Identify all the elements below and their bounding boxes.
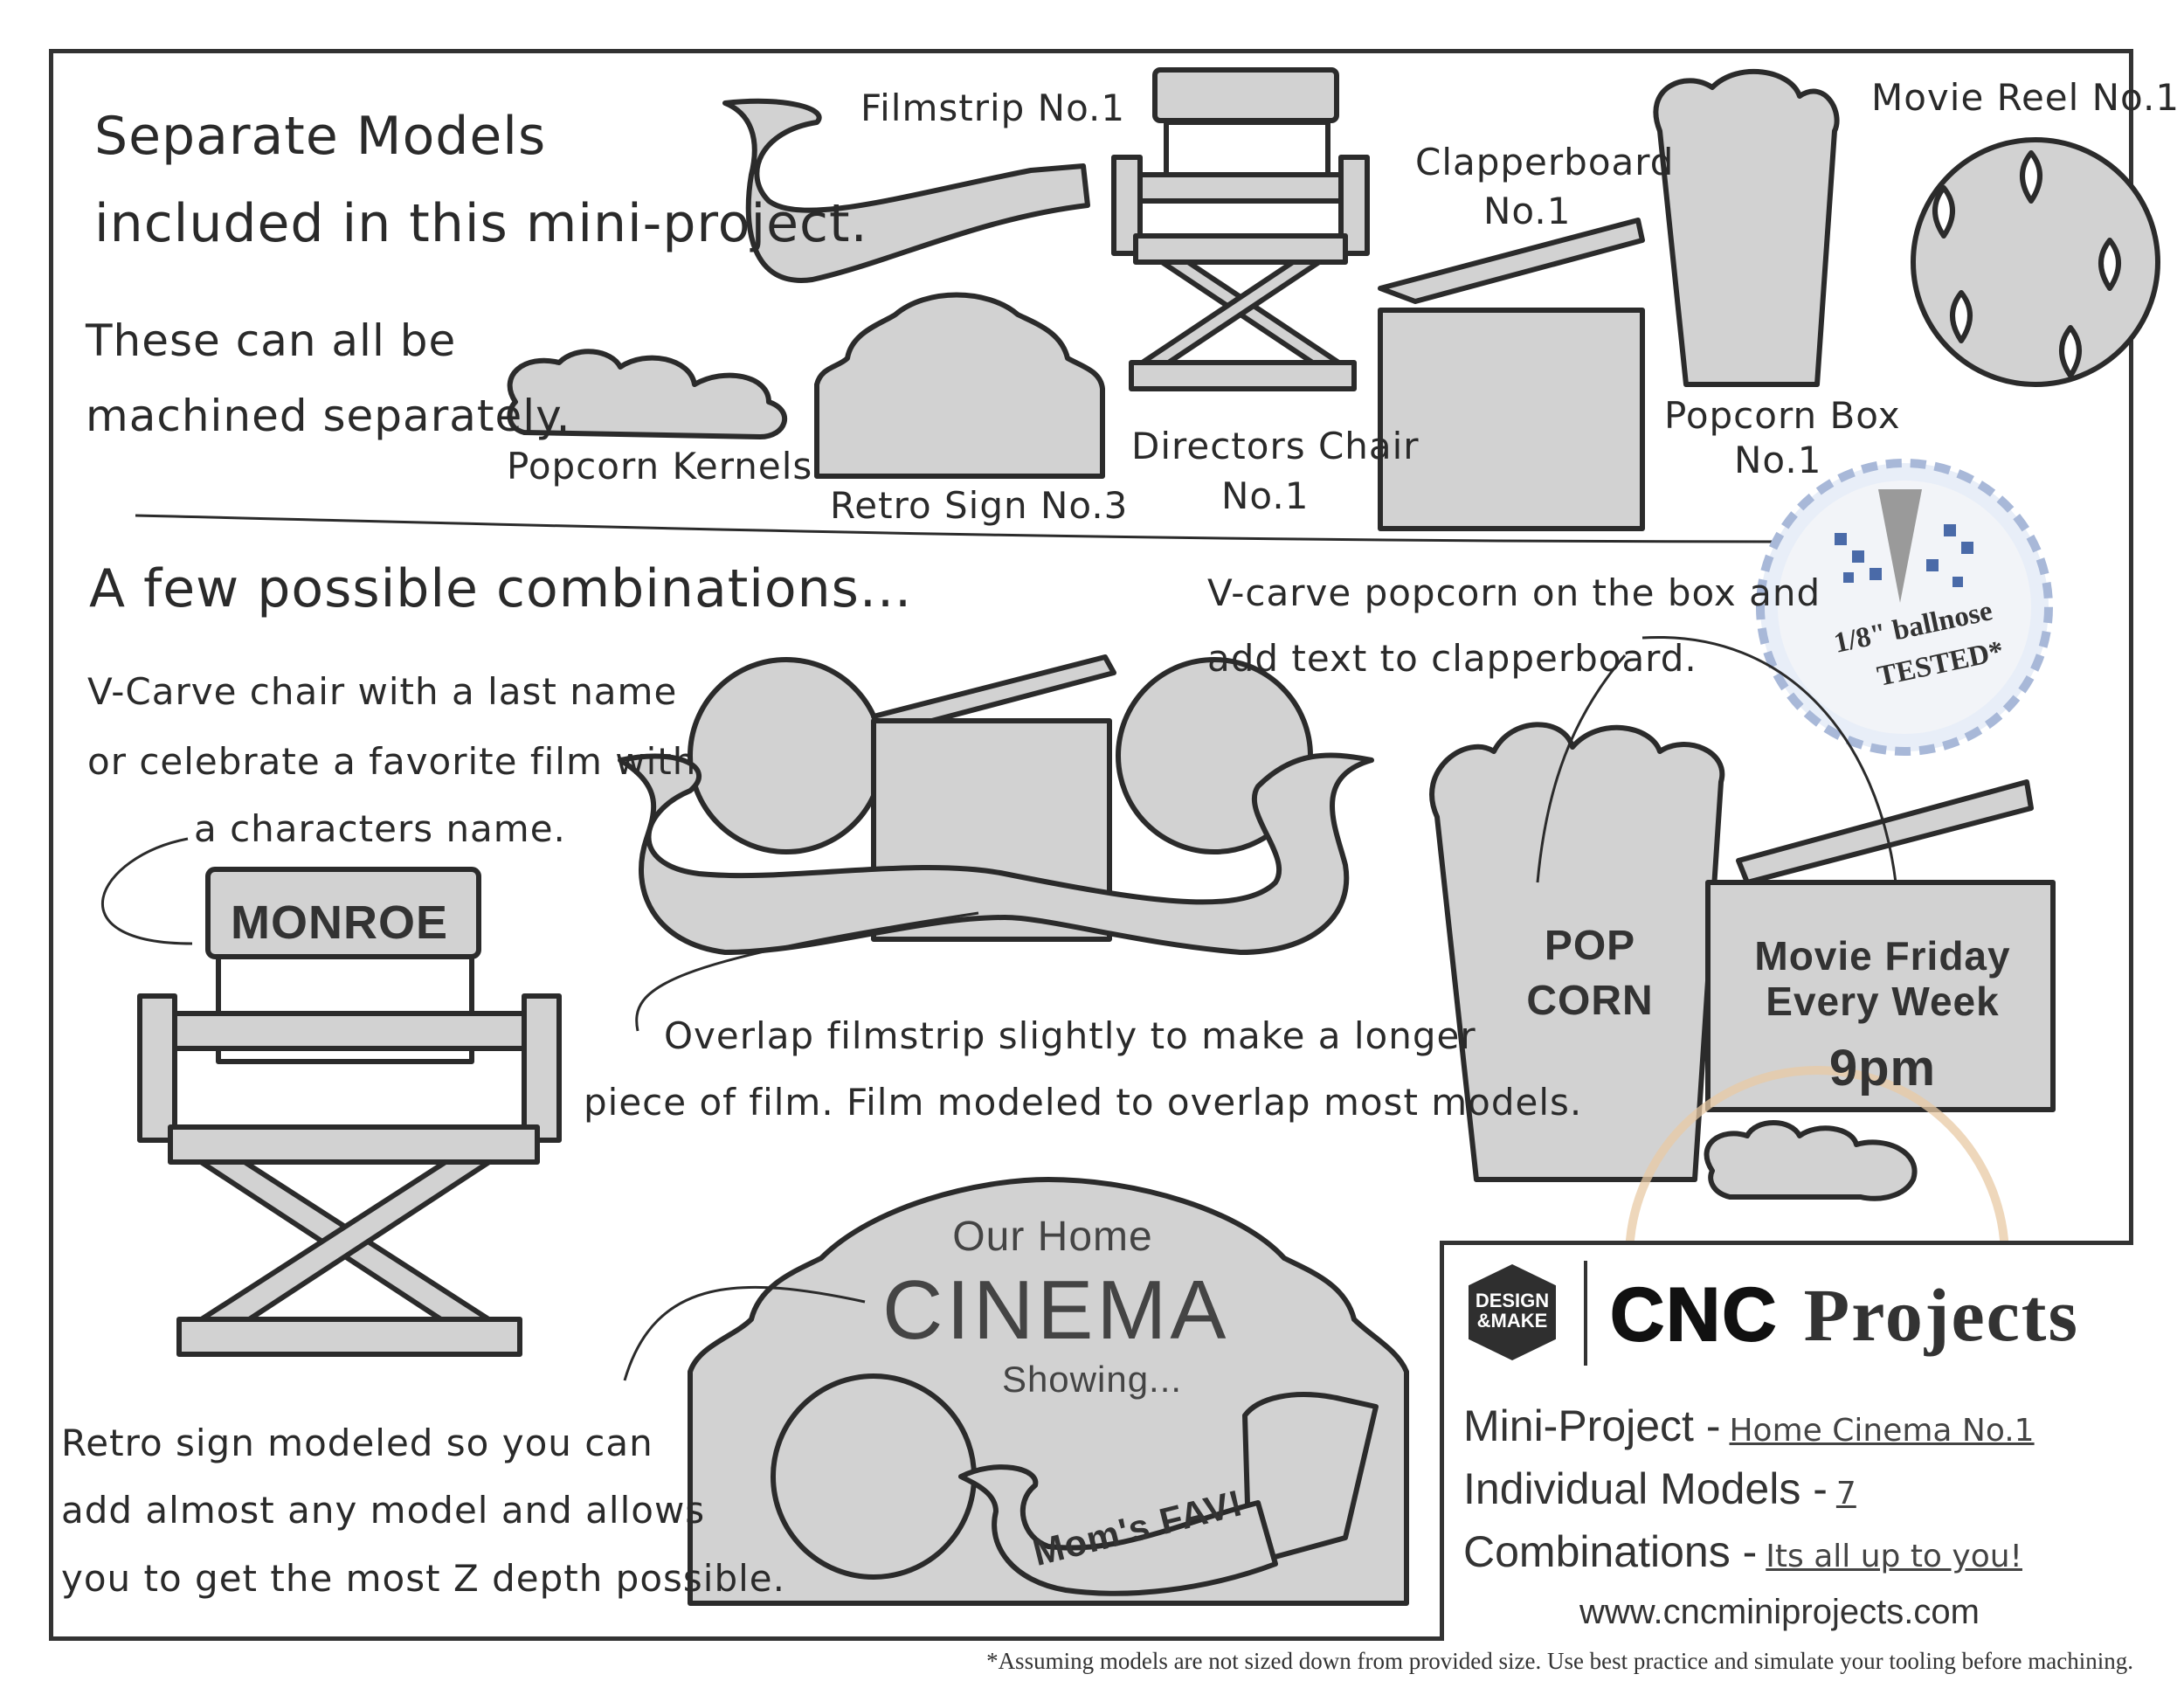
clapper-text-1: Movie Friday <box>1754 933 2011 979</box>
label-reel: Movie Reel No.1 <box>1871 76 2181 119</box>
label-chair-no: No.1 <box>1221 474 1310 517</box>
chair-note-3: a characters name. <box>194 807 566 850</box>
project-info-panel: DESIGN &MAKE CNC Projects Mini-Project -… <box>1440 1241 2133 1641</box>
models-row: Individual Models -7 <box>1463 1463 1856 1514</box>
label-clapper: Clapperboard <box>1415 141 1675 183</box>
clapper-text-2: Every Week <box>1766 979 2000 1024</box>
chair-arrow <box>100 837 193 945</box>
monroe-chair-combo <box>137 867 562 1357</box>
brand-divider <box>1584 1261 1587 1366</box>
combinations-row: Combinations -Its all up to you! <box>1463 1526 2022 1577</box>
ballnose-tested-badge <box>1756 459 2053 756</box>
popcorn-kernels-model <box>507 349 788 439</box>
sign-note-3: you to get the most Z depth possible. <box>61 1557 785 1600</box>
film-arrow <box>635 911 979 1032</box>
chair-note-1: V-Carve chair with a last name <box>87 670 678 713</box>
label-filmstrip: Filmstrip No.1 <box>860 86 1126 129</box>
filmstrip-model <box>722 98 1090 283</box>
sign-text-3: Showing... <box>1001 1359 1183 1400</box>
reel-clapper-combo <box>618 654 1374 955</box>
movie-reel-model <box>1911 137 2160 387</box>
label-retro-sign: Retro Sign No.3 <box>830 484 1129 527</box>
sign-note-1: Retro sign modeled so you can <box>61 1422 653 1464</box>
page-border <box>49 49 2133 1641</box>
popcorn-box-model <box>1653 68 1840 387</box>
title-line1: Separate Models <box>94 106 547 167</box>
mini-project-row: Mini-Project -Home Cinema No.1 <box>1463 1401 2035 1451</box>
combinations-label: Combinations - <box>1463 1527 1758 1576</box>
retro-sign-combo <box>688 1177 1409 1606</box>
label-clapper-no: No.1 <box>1483 190 1572 232</box>
combinations-value: Its all up to you! <box>1766 1539 2022 1574</box>
design-make-logo: DESIGN &MAKE <box>1469 1264 1556 1360</box>
chair-note-2: or celebrate a favorite film with <box>87 740 697 783</box>
note-line2: machined separately. <box>86 391 571 441</box>
models-value: 7 <box>1835 1476 1856 1512</box>
clapper-text-3: 9pm <box>1828 1040 1937 1097</box>
logo-line1: DESIGN <box>1475 1290 1550 1311</box>
film-note-1: Overlap filmstrip slightly to make a lon… <box>664 1014 1476 1057</box>
sign-text-2: CINEMA <box>882 1263 1230 1357</box>
retro-sign-model <box>814 292 1105 479</box>
sign-note-2: add almost any model and allows <box>61 1489 706 1532</box>
label-popcorn-box-no: No.1 <box>1734 439 1822 481</box>
popcorn-note-2: add text to clapperboard. <box>1207 637 1697 680</box>
sign-text-1: Our Home <box>952 1214 1153 1260</box>
cnc-projects-brand: CNC Projects <box>1609 1271 2079 1359</box>
title-line2: included in this mini-project. <box>94 193 868 254</box>
brand-projects: Projects <box>1803 1273 2079 1357</box>
logo-line2: &MAKE <box>1476 1310 1548 1332</box>
clapperboard-model <box>1378 218 1645 531</box>
label-popcorn-box: Popcorn Box <box>1664 394 1901 437</box>
models-label: Individual Models - <box>1463 1464 1828 1513</box>
box-text-1: POP <box>1544 923 1636 969</box>
directors-chair-model <box>1111 67 1370 391</box>
website-link[interactable]: www.cncminiprojects.com <box>1579 1593 1980 1631</box>
brand-cnc: CNC <box>1609 1272 1779 1358</box>
footnote: *Assuming models are not sized down from… <box>986 1648 2133 1674</box>
box-text-2: CORN <box>1526 978 1654 1024</box>
mini-project-label: Mini-Project - <box>1463 1401 1721 1450</box>
label-chair: Directors Chair <box>1131 425 1420 467</box>
note-line1: These can all be <box>86 315 457 366</box>
popcorn-note-1: V-carve popcorn on the box and <box>1207 571 1821 614</box>
mini-project-value: Home Cinema No.1 <box>1729 1413 2035 1449</box>
film-note-2: piece of film. Film modeled to overlap m… <box>584 1081 1583 1124</box>
sign-arrow <box>623 1285 866 1381</box>
clapper-arrow <box>1641 635 1897 883</box>
chair-name: MONROE <box>231 896 448 949</box>
popcorn-arrow <box>1536 654 1627 883</box>
popcorn-clapper-combo <box>1429 722 2056 1201</box>
combinations-heading: A few possible combinations... <box>89 558 913 619</box>
label-kernels: Popcorn Kernels <box>507 445 813 488</box>
